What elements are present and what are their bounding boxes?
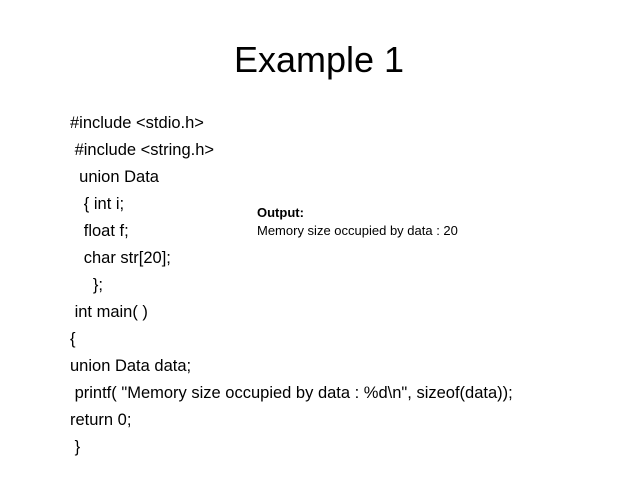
code-line: float f; [70,222,129,240]
code-line: }; [70,276,104,294]
code-line: union Data data; [70,357,192,375]
code-line: { int i; [70,195,125,213]
code-line: #include <string.h> [70,141,215,159]
code-line: printf( "Memory size occupied by data : … [70,384,513,402]
output-text: Memory size occupied by data : 20 [257,223,458,238]
slide-title: Example 1 [233,39,405,80]
code-line: #include <stdio.h> [70,114,204,132]
code-line: { [70,330,76,348]
code-line: } [70,438,81,456]
code-line: return 0; [70,411,132,429]
code-line: char str[20]; [70,249,171,267]
code-line: int main( ) [70,303,148,321]
output-label: Output: [257,205,304,220]
code-line: union Data [70,168,159,186]
output-box: Output: Memory size occupied by data : 2… [257,204,458,240]
